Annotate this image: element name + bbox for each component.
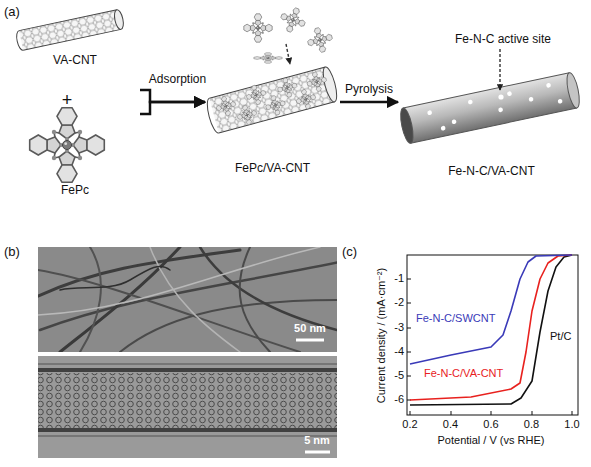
process-arrow [140,90,205,102]
axis-title: Current density / (mA·cm⁻²) [375,267,388,402]
leader-line [499,49,500,90]
tick-label: 0.6 [483,418,498,431]
nanotube-drawing [398,72,582,145]
tem-image [30,247,340,352]
tick-label: -3 [394,321,404,334]
edge-label: Adsorption [147,72,208,86]
panel-letter: (b) [4,244,20,260]
scale-bar-label: 5 nm [304,434,330,447]
tick-label: -4 [394,345,404,358]
curve-swcnt [410,255,572,364]
tick-label: 0.4 [443,418,458,431]
illustration-node: VA-CNT [10,6,140,94]
curve-va-cnt [410,255,572,400]
axis-title: Potential / V (vs RHE) [438,434,545,447]
plus-sign: + [62,89,73,111]
scale-bar-label: 50 nm [294,322,326,335]
process-arrow [140,102,205,114]
illustration-node: FePc [10,104,140,204]
series-label: Pt/C [550,330,571,343]
series-label: Fe-N-C/VA-CNT [424,367,503,380]
node-label: VA-CNT [53,53,97,67]
tick-label: -1 [394,272,404,285]
chart-frame [407,255,578,415]
nanotube-drawing [204,65,339,134]
edge-label: Pyrolysis [343,82,395,96]
node-label: FePc/VA-CNT [235,161,310,175]
illustration-node: Fe-N-C/VA-CNT [398,62,585,182]
tick-label: 1.0 [564,418,579,431]
tick-label: 0.8 [524,418,539,431]
callout-label: Fe-N-C active site [455,32,551,46]
nanotube-drawing [15,9,125,51]
molecule-drawing [244,4,335,64]
panel-letter: (c) [342,244,357,260]
tick-label: -5 [394,369,404,382]
tem-image [38,356,337,458]
tick-label: -2 [394,296,404,309]
tick-label: 0.2 [402,418,417,431]
process-arrow [340,101,398,104]
tick-label: -6 [394,393,404,406]
node-label: Fe-N-C/VA-CNT [448,164,534,178]
curve-pt-c [410,255,572,405]
node-label: FePc [61,183,89,197]
illustration-node: FePc/VA-CNT [205,56,340,180]
series-label: Fe-N-C/SWCNT [416,312,495,325]
panel-letter: (a) [4,4,20,20]
active-site-dot [498,94,503,99]
molecule-drawing [30,108,105,183]
